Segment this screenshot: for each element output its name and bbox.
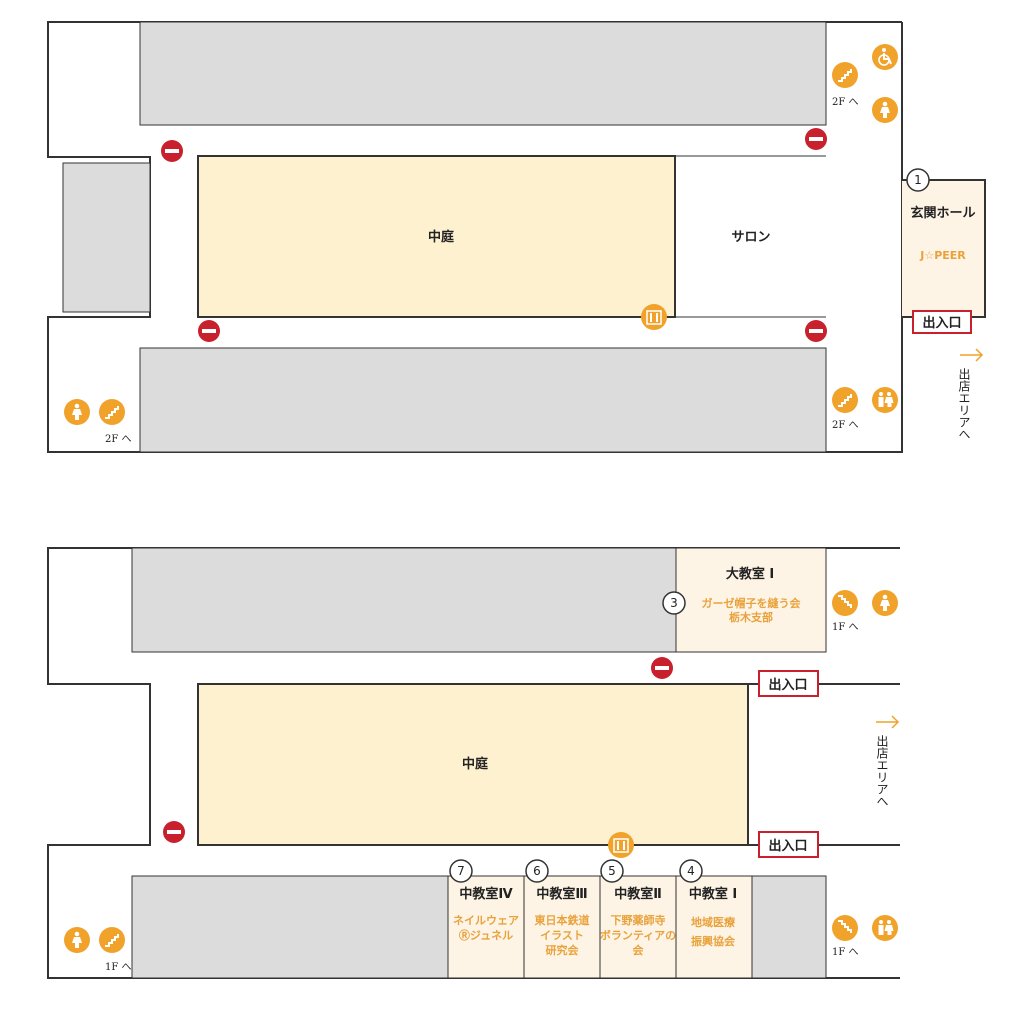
svg-text:東日本鉄道: 東日本鉄道 — [535, 913, 590, 927]
restroom-icon — [872, 915, 898, 941]
no-entry-icon — [651, 657, 673, 679]
stairs-label: 1F へ — [105, 962, 131, 973]
svg-text:中教室 I: 中教室 I — [689, 886, 737, 902]
stairs-icon — [831, 386, 859, 414]
stairs-down-icon — [831, 914, 859, 942]
room-medium-classroom-4: 7 中教室Ⅳ ネイルウェア Ⓡジュネル — [449, 859, 519, 942]
entrance-label: 出入口 — [922, 315, 961, 331]
entrance-label: 出入口 — [768, 838, 807, 854]
no-entry-icon — [161, 140, 183, 162]
womens-restroom-icon — [64, 927, 90, 953]
room-block — [139, 21, 827, 126]
womens-restroom-icon — [872, 97, 898, 123]
courtyard-label: 中庭 — [428, 229, 455, 245]
svg-text:地域医療: 地域医療 — [691, 915, 736, 929]
room-medium-classroom-2: 5 中教室Ⅱ 下野薬師寺 ボランティアの 会 — [600, 859, 676, 957]
no-entry-icon — [805, 128, 827, 150]
svg-text:ネイルウェア: ネイルウェア — [453, 914, 519, 927]
restroom-icon — [872, 387, 898, 413]
svg-text:Ⓡジュネル: Ⓡジュネル — [459, 928, 513, 942]
courtyard-label: 中庭 — [462, 756, 489, 772]
svg-text:栃木支部: 栃木支部 — [729, 610, 773, 624]
stairs-label: 2F へ — [832, 420, 858, 431]
room-large-classroom-1: 3 大教室 I ガーゼ帽子を縫う会 栃木支部 — [662, 566, 802, 624]
womens-restroom-icon — [64, 399, 90, 425]
svg-text:7: 7 — [457, 864, 465, 878]
wheelchair-icon — [871, 43, 899, 71]
no-entry-icon — [805, 320, 827, 342]
elevator-icon — [607, 831, 635, 859]
svg-text:6: 6 — [533, 864, 541, 878]
svg-text:5: 5 — [608, 864, 616, 878]
svg-text:中教室Ⅳ: 中教室Ⅳ — [459, 886, 513, 902]
arrow-right-icon — [960, 348, 984, 362]
exhibitor-name: J☆PEER — [919, 249, 966, 262]
no-entry-icon — [163, 821, 185, 843]
booth-number: 1 — [914, 173, 922, 187]
svg-text:中教室Ⅱ: 中教室Ⅱ — [614, 886, 662, 902]
stairs-icon — [98, 398, 126, 426]
elevator-icon — [640, 303, 668, 331]
svg-text:ガーゼ帽子を縫う会: ガーゼ帽子を縫う会 — [702, 596, 802, 610]
stairs-icon — [98, 926, 126, 954]
stairs-label: 2F へ — [832, 97, 858, 108]
stairs-label: 1F へ — [832, 622, 858, 633]
to-area-label: 出店エリアへ — [957, 368, 971, 440]
to-area-label: 出店エリアへ — [875, 735, 889, 807]
stairs-label: 2F へ — [105, 434, 131, 445]
room-medium-classroom-3: 6 中教室Ⅲ 東日本鉄道 イラスト 研究会 — [525, 859, 590, 957]
svg-text:4: 4 — [687, 864, 695, 878]
stairs-down-icon — [831, 589, 859, 617]
svg-text:3: 3 — [670, 596, 678, 610]
salon-label: サロン — [731, 230, 770, 245]
arrow-right-icon — [876, 715, 900, 729]
room-medium-classroom-1: 4 中教室 I 地域医療 振興協会 — [679, 859, 737, 948]
stairs-icon — [831, 61, 859, 89]
entrance-label: 出入口 — [768, 677, 807, 693]
womens-restroom-icon — [872, 590, 898, 616]
hall-label: 玄関ホール — [910, 205, 975, 221]
no-entry-icon — [198, 320, 220, 342]
svg-text:ボランティアの: ボランティアの — [600, 928, 676, 942]
svg-text:振興協会: 振興協会 — [691, 934, 736, 948]
svg-text:イラスト: イラスト — [540, 929, 584, 942]
svg-text:大教室 I: 大教室 I — [726, 566, 774, 582]
svg-text:中教室Ⅲ: 中教室Ⅲ — [536, 886, 587, 902]
svg-text:下野薬師寺: 下野薬師寺 — [611, 913, 666, 927]
svg-text:会: 会 — [633, 943, 645, 957]
stairs-label: 1F へ — [832, 947, 858, 958]
svg-text:研究会: 研究会 — [546, 943, 580, 957]
